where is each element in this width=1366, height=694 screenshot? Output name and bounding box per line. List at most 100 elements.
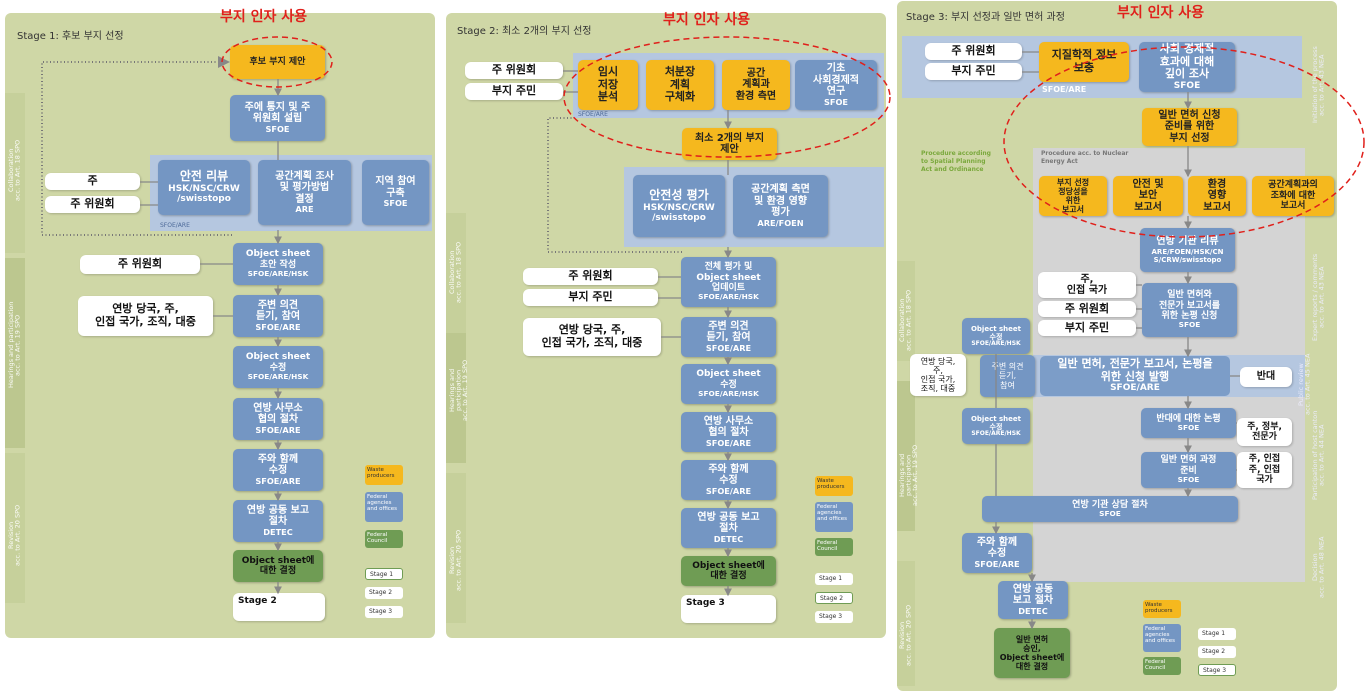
s3-publish-box[interactable]: 일반 면허, 전문가 보고서, 논평을 위한 신청 발행 SFOE/ARE — [1040, 356, 1230, 396]
stage2-zone-label: SFOE/ARE — [578, 111, 608, 118]
stage1-zone-label: SFOE/ARE — [160, 222, 190, 229]
s3-actor-canton-nb-text: 주, 인접 국가 — [1066, 273, 1108, 297]
s3-publish-text: 일반 면허, 전문가 보고서, 논평을 위한 신청 발행 — [1057, 357, 1213, 383]
s2-space-box[interactable]: 공간 계획과 환경 측면 — [722, 60, 790, 110]
s1-report-text: 연방 공동 보고 절차 — [246, 504, 310, 528]
s3-fedrev-box[interactable]: 연방 기관 리뷰 ARE/FOEN/HSK/CN S/CRW/swisstopo — [1140, 228, 1235, 272]
s1-actor-committee2: 주 위원회 — [80, 255, 200, 274]
s1-report-org: DETEC — [263, 526, 293, 537]
s2-modify-box[interactable]: Object sheet 수정 SFOE/ARE/HSK — [681, 364, 776, 404]
s1-safety-box[interactable]: 안전 리뷰 HSK/NSC/CRW /swisstopo — [158, 160, 250, 215]
s3-select-box[interactable]: 일반 면허 신청 준비를 위한 부지 선정 — [1142, 108, 1237, 146]
s1-next-stage[interactable]: Stage 2 — [233, 593, 325, 621]
s3-objsheet2-box[interactable]: Object sheet 수정 SFOE/ARE/HSK — [962, 408, 1030, 444]
stage1-collab-label: Collaboration acc. to Art. 18 SPO — [7, 139, 22, 201]
s1-decide-text: Object sheet에 대한 결정 — [241, 555, 315, 576]
s2-safety-org: HSK/NSC/CRW /swisstopo — [643, 202, 715, 223]
s2-next-stage[interactable]: Stage 3 — [681, 595, 776, 623]
s3-approve-box[interactable]: 일반 면허 승인, Object sheet에 대한 결정 — [994, 628, 1070, 678]
stage3-revision-label: Revision acc. to Art. 20 SPO — [898, 604, 913, 666]
s3-prep-org: SFOE — [1177, 475, 1200, 485]
s3-security-box[interactable]: 안전 및 보안 보고서 — [1113, 176, 1183, 216]
s3-objsheet-text: Object sheet 수정 — [970, 324, 1022, 341]
s3-actor-committee2: 주 위원회 — [1038, 301, 1136, 317]
s3-actor-residents2-text: 부지 주민 — [1064, 320, 1110, 334]
s1-actor-federal: 연방 당국, 주, 인접 국가, 조직, 대중 — [78, 296, 213, 336]
s2-tmp-box[interactable]: 임시 저장 분석 — [578, 60, 638, 110]
s1-canton-text: 주와 함께 수정 — [257, 453, 299, 477]
s3-fedconsult-box[interactable]: 연방 기관 상담 절차 SFOE — [982, 496, 1238, 522]
s1-actor-committee-text: 주 위원회 — [70, 197, 115, 211]
s1-report-box[interactable]: 연방 공동 보고 절차 DETEC — [233, 500, 323, 542]
s1-actor-federal-text: 연방 당국, 주, 인접 국가, 조직, 대중 — [95, 302, 196, 328]
s2-socio-text: 기초 사회경제적 연구 — [813, 63, 859, 98]
s3-report-org: DETEC — [1018, 605, 1048, 616]
stage3-proc-nuclear: Procedure acc. to Nuclear Energy Act — [1041, 150, 1129, 165]
s1-consult-box[interactable]: 연방 사무소 협의 절차 SFOE/ARE — [233, 398, 323, 440]
s3-geo-box[interactable]: 지질학적 정보 보충 — [1039, 42, 1129, 82]
s2-next-text: Stage 3 — [686, 598, 725, 608]
s3-actor-committee: 주 위원회 — [925, 43, 1022, 60]
headline-stage2: 부지 인자 사용 — [663, 12, 751, 28]
s1-notify-box[interactable]: 주에 통지 및 주 위원회 설립 SFOE — [230, 95, 325, 141]
s2-env-box[interactable]: 공간계획 측면 및 환경 영향 평가 ARE/FOEN — [733, 175, 828, 237]
s1-modify-box[interactable]: Object sheet 수정 SFOE/ARE/HSK — [233, 346, 323, 388]
s1-draft-text: Object sheet 초안 작성 — [245, 249, 311, 270]
s3-canton-text: 주와 함께 수정 — [976, 536, 1018, 560]
s3-socio-text: 사회 경제적 효과에 대해 깊이 조사 — [1159, 41, 1215, 81]
s3-legend-stage2: Stage 2 — [1198, 646, 1236, 658]
s1-decide-box[interactable]: Object sheet에 대한 결정 — [233, 550, 323, 582]
s3-publish-org: SFOE/ARE — [1110, 383, 1160, 394]
s2-canton-box[interactable]: 주와 함께 수정 SFOE/ARE — [681, 460, 776, 500]
s3-prep-box[interactable]: 일반 면허 과정 준비 SFOE — [1141, 452, 1236, 488]
s1-canton-box[interactable]: 주와 함께 수정 SFOE/ARE — [233, 449, 323, 491]
s2-env-org: ARE/FOEN — [757, 217, 804, 228]
s3-report-text: 연방 공동 보고 절차 — [1012, 583, 1054, 607]
s2-disposal-box[interactable]: 처분장 계획 구체화 — [646, 60, 714, 110]
s1-actor-canton: 주 — [45, 173, 140, 190]
s2-actor-committee2: 주 위원회 — [523, 268, 658, 285]
s2-hear-box[interactable]: 주변 의견 듣기, 참여 SFOE/ARE — [681, 317, 776, 357]
s1-legend-council: Federal Council — [365, 530, 403, 548]
s3-hear-text: 주변 의견 듣기, 참여 — [991, 362, 1024, 390]
s3-fedrev-org: ARE/FOEN/HSK/CN S/CRW/swisstopo — [1151, 247, 1224, 264]
s2-update-box[interactable]: 전체 평가 및 Object sheet 업데이트 SFOE/ARE/HSK — [681, 257, 776, 307]
s3-socio-box[interactable]: 사회 경제적 효과에 대해 깊이 조사 SFOE — [1139, 42, 1235, 92]
s3-comment-text: 반대에 대한 논평 — [1156, 413, 1221, 424]
s2-decide-box[interactable]: Object sheet에 대한 결정 — [681, 556, 776, 586]
s3-fedrev-text: 연방 기관 리뷰 — [1156, 236, 1219, 248]
s1-propose-box[interactable]: 후보 부지 제안 — [230, 45, 325, 79]
stage2-hearing-label: Hearings and participation acc. to Art. … — [448, 359, 469, 421]
s2-report-box[interactable]: 연방 공동 보고 절차 DETEC — [681, 508, 776, 548]
s3-actor-canton-nb: 주, 인접 국가 — [1038, 272, 1136, 298]
s1-hear-org: SFOE/ARE — [255, 321, 301, 332]
s2-canton-org: SFOE/ARE — [705, 485, 752, 496]
s3-canton-box[interactable]: 주와 함께 수정 SFOE/ARE — [962, 533, 1032, 573]
s2-modify-text: Object sheet 수정 — [696, 369, 761, 390]
s2-socio-box[interactable]: 기초 사회경제적 연구 SFOE — [795, 60, 877, 110]
s3-hear-box[interactable]: 주변 의견 듣기, 참여 — [980, 355, 1035, 397]
p3-hearing-band — [897, 381, 915, 531]
s3-appl-box[interactable]: 일반 면허와 전문가 보고서를 위한 논평 신청 SFOE — [1142, 283, 1237, 337]
s3-comment-box[interactable]: 반대에 대한 논평 SFOE — [1141, 408, 1236, 438]
s3-report-box[interactable]: 연방 공동 보고 절차 DETEC — [998, 581, 1068, 619]
s3-actor-federal-text: 연방 당국, 주, 인접 국가, 조직, 대중 — [920, 356, 956, 394]
s1-legend-stage3: Stage 3 — [365, 606, 403, 618]
s1-hear-box[interactable]: 주변 의견 듣기, 참여 SFOE/ARE — [233, 295, 323, 337]
s1-legend-stage2: Stage 2 — [365, 587, 403, 599]
s1-safety-org: HSK/NSC/CRW /swisstopo — [168, 184, 240, 205]
s1-spatial-box[interactable]: 공간계획 조사 및 평가방법 결정 ARE — [258, 160, 351, 225]
s2-safety-box[interactable]: 안전성 평가 HSK/NSC/CRW /swisstopo — [633, 175, 725, 237]
stage1-hearing-label: Hearings and participation acc. to Art. … — [7, 301, 22, 389]
s3-spatrep-box[interactable]: 공간계획과의 조화에 대한 보고서 — [1252, 176, 1334, 216]
s2-update-org: SFOE/ARE/HSK — [698, 292, 759, 302]
s1-draft-box[interactable]: Object sheet 초안 작성 SFOE/ARE/HSK — [233, 243, 323, 285]
s1-regional-box[interactable]: 지역 참여 구축 SFOE — [362, 160, 429, 225]
s1-actor-committee: 주 위원회 — [45, 196, 140, 213]
s1-propose-text: 후보 부지 제안 — [249, 56, 306, 67]
s3-envimp-box[interactable]: 환경 영향 보고서 — [1188, 176, 1246, 216]
s3-justify-box[interactable]: 부지 선정 정당성을 위한 보고서 — [1039, 176, 1107, 216]
s2-consult-box[interactable]: 연방 사무소 협의 절차 SFOE/ARE — [681, 412, 776, 452]
s3-objsheet-box[interactable]: Object sheet 수정 SFOE/ARE/HSK — [962, 318, 1030, 354]
s2-propose-box[interactable]: 최소 2개의 부지 제안 — [682, 128, 777, 160]
